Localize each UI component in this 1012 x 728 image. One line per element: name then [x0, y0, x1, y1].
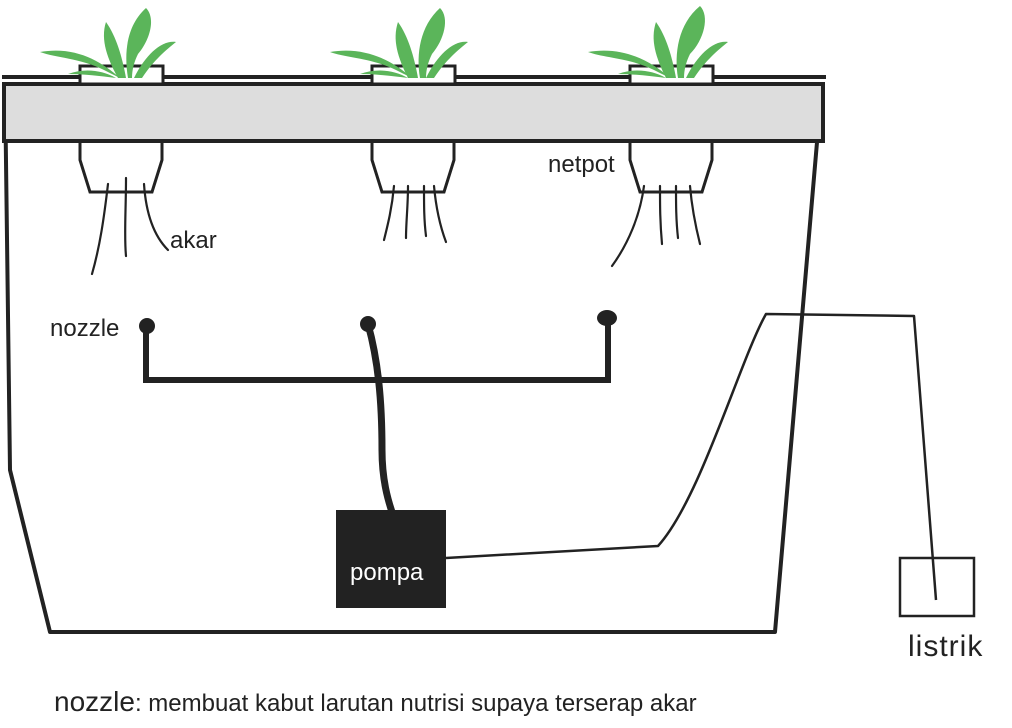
- leaves: [330, 8, 468, 78]
- power-label: listrik: [908, 630, 983, 663]
- netpot-1: [40, 8, 176, 276]
- pump-feed-pipe: [364, 320, 396, 516]
- nozzle-3: [597, 310, 617, 326]
- netpot-3: [588, 6, 728, 268]
- caption-description: : membuat kabut larutan nutrisi supaya t…: [134, 690, 697, 717]
- netpot-cup: [370, 143, 456, 194]
- netpot-cup: [78, 143, 164, 194]
- roots: [610, 184, 702, 268]
- nozzle-2: [360, 316, 376, 332]
- netpot-2: [330, 8, 468, 244]
- leaves: [40, 8, 176, 78]
- power-outlet-box: [898, 556, 976, 618]
- leaves: [588, 6, 728, 78]
- roots: [90, 176, 170, 276]
- lid-panel: [2, 82, 825, 143]
- roots: [382, 184, 448, 244]
- root-label: akar: [170, 227, 217, 254]
- diagram-caption: nozzle: membuat kabut larutan nutrisi su…: [54, 686, 697, 718]
- netpot-label: netpot: [548, 151, 615, 178]
- pump-label: pompa: [350, 559, 424, 586]
- nozzle-piping: [139, 310, 617, 516]
- nozzle-1: [139, 318, 155, 334]
- tank-body: [3, 83, 824, 634]
- pump-box: [336, 510, 446, 608]
- power-cable: [445, 312, 938, 601]
- caption-term: nozzle: [54, 686, 135, 717]
- netpot-cup: [628, 143, 714, 194]
- nozzle-label: nozzle: [50, 315, 119, 342]
